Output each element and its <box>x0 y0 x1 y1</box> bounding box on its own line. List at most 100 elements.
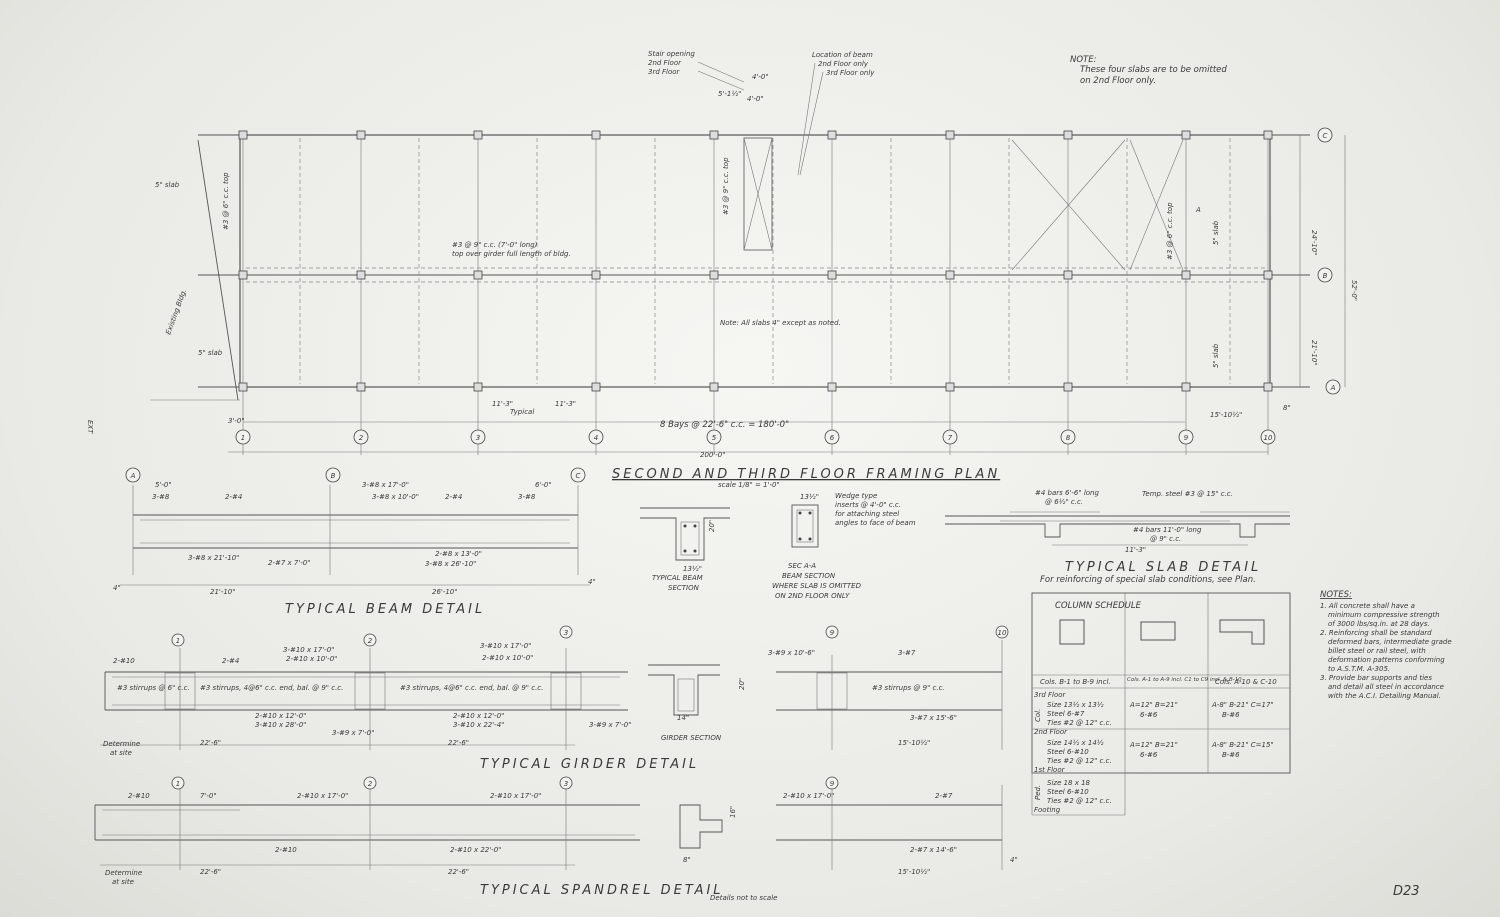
row-label-c: C <box>1323 132 1328 140</box>
spandrel-detail-title: TYPICAL SPANDREL DETAIL <box>480 883 724 898</box>
beam-section-title-1: TYPICAL BEAM <box>652 574 703 582</box>
slab-rebar-4: #4 bars 11'-0" long <box>1133 526 1202 534</box>
spandrel-bar-3: 2-#10 x 17'-0" <box>297 792 348 800</box>
col-bubble-2 <box>353 429 369 445</box>
girder-bar-1: 2-#10 <box>113 657 135 665</box>
dim-15-10: 15'-10½" <box>1210 411 1242 419</box>
section-a-mark: A <box>1195 206 1201 214</box>
dim-11-3-b: 11'-3" <box>555 400 576 408</box>
spandrel-bar-4: 2-#10 x 17'-0" <box>490 792 541 800</box>
slab-label-right-1: 5" slab <box>1212 220 1220 245</box>
r3-c2b: 6-#6 <box>1140 711 1158 719</box>
spandrel-determine-2: at site <box>112 878 134 886</box>
bays-dimension: 8 Bays @ 22'-6" c.c. = 180'-0" <box>660 420 789 430</box>
girder-bar-2: 2-#4 <box>222 657 239 665</box>
column-schedule: COLUMN SCHEDULE Cols. B-1 to B-9 incl. C… <box>1031 592 1291 816</box>
girder-section-title: GIRDER SECTION <box>661 734 722 742</box>
side-ped: Ped. <box>1034 785 1042 800</box>
spandrel-dim-1: 22'-6" <box>200 868 221 876</box>
slab-span: 11'-3" <box>1125 546 1146 554</box>
note-3b: and detail all steel in accordance <box>1328 683 1444 691</box>
spandrel-bubble-2 <box>363 776 377 790</box>
dim-11-3-a: 11'-3" <box>492 400 513 408</box>
schedule-header-1: Cols. B-1 to B-9 incl. <box>1040 678 1111 686</box>
note-2e: to A.S.T.M. A-305. <box>1328 665 1390 673</box>
wedge-note-1: Wedge type <box>835 492 877 500</box>
note-1c: of 3000 lbs/sq.in. at 28 days. <box>1328 620 1430 628</box>
r2-c3a: A-8" B-21" C=15" <box>1211 741 1274 749</box>
beam-label-a: A <box>130 472 136 480</box>
dim-8: 8" <box>1283 404 1291 412</box>
girder-label-10: 10 <box>998 629 1007 637</box>
girder-bubble-3 <box>559 625 573 639</box>
spandrel-determine-1: Determine <box>105 869 142 877</box>
slab-detail: #4 bars 6'-6" long @ 6½" c.c. Temp. stee… <box>945 489 1290 585</box>
girder-section-width: 14" <box>677 714 689 722</box>
r2-ties: Ties #2 @ 12" c.c. <box>1047 757 1112 765</box>
slab-detail-sub: For reinforcing of special slab conditio… <box>1040 575 1256 585</box>
dim-52-0: 52'-0" <box>1350 280 1358 301</box>
existing-building-label: Existing Bldg. <box>164 288 188 336</box>
col-label-9: 9 <box>1184 434 1189 442</box>
plan-scale: scale 1/8" = 1'-0" <box>718 481 780 489</box>
girder-bubble-1 <box>171 633 185 647</box>
girder-stirrups-4: #3 stirrups @ 9" c.c. <box>872 684 945 692</box>
slab-label-top: 5" slab <box>155 181 180 189</box>
overall-dimension: 200'-0" <box>700 451 725 459</box>
col-bubble-10 <box>1260 429 1276 445</box>
wedge-note-2: inserts @ 4'-0" c.c. <box>835 501 901 509</box>
left-dimension: 3'-0" <box>228 417 245 425</box>
girder-label-9: 9 <box>830 629 835 637</box>
sec-aa-note-1: WHERE SLAB IS OMITTED <box>772 582 862 590</box>
r3-ties: Ties #2 @ 12" c.c. <box>1047 719 1112 727</box>
r1-steel: Steel 6-#10 <box>1047 788 1089 796</box>
floor-2: 2nd Floor <box>1034 728 1068 736</box>
girder-determine-1: Determine <box>103 740 140 748</box>
girder-bar-6: 2-#10 x 10'-0" <box>482 654 533 662</box>
spandrel-bar-8: 2-#10 x 22'-0" <box>450 846 501 854</box>
spandrel-label-2: 2 <box>368 780 373 788</box>
plan-note-head: NOTE: <box>1070 55 1097 65</box>
girder-dim-2: 22'-6" <box>448 739 469 747</box>
r1-ties: Ties #2 @ 12" c.c. <box>1047 797 1112 805</box>
girder-dim-3: 15'-10½" <box>898 739 930 747</box>
row-bubble-a <box>1325 379 1341 395</box>
beam-bar-7: 3-#8 x 21'-10" <box>188 554 239 562</box>
dim-21-10: 21'-10" <box>1310 340 1318 365</box>
sec-aa-width: 13½" <box>800 493 819 501</box>
spandrel-bar-7: 2-#10 <box>275 846 297 854</box>
col-label-7: 7 <box>948 434 953 442</box>
beam-bar-3: 3-#8 x 17'-0" <box>362 481 409 489</box>
spandrel-detail: 1 2 3 2-#10 7'-0" 2-#10 x 17'-0" 2-#10 x… <box>94 776 1018 902</box>
spandrel-bar-9: 2-#7 x 14'-6" <box>910 846 957 854</box>
rebar-vertical-3: #3 @ 6" c.c. top <box>1166 202 1174 260</box>
rebar-vertical-2: #3 @ 9" c.c. top <box>722 157 730 215</box>
rebar-vertical-1: #3 @ 6" c.c. top <box>222 172 230 230</box>
margin-mark: EXT <box>86 420 94 434</box>
beam-section: 13½" 20" TYPICAL BEAM SECTION <box>640 507 730 592</box>
beam-bar-1: 3-#8 <box>152 493 170 501</box>
girder-stirrups-2: #3 stirrups, 4@6" c.c. end, bal. @ 9" c.… <box>200 684 343 692</box>
schedule-title: COLUMN SCHEDULE <box>1055 601 1142 611</box>
col-bubble-3 <box>470 429 486 445</box>
typical-label: Typical <box>510 408 534 416</box>
col-label-3: 3 <box>476 434 480 442</box>
col-bubble-6 <box>824 429 840 445</box>
spandrel-bubble-1 <box>171 776 185 790</box>
top-bars-note-1: #3 @ 9" c.c. (7'-0" long) <box>452 241 538 249</box>
girder-label-3: 3 <box>564 629 568 637</box>
col-icon-rect <box>1140 621 1176 641</box>
spandrel-label-1: 1 <box>176 780 180 788</box>
note-2a: 2. Reinforcing shall be standard <box>1320 629 1432 637</box>
col-bubble-9 <box>1178 429 1194 445</box>
beam-bar-10: 3-#8 x 26'-10" <box>425 560 476 568</box>
dim-4-0-b: 4'-0" <box>747 95 764 103</box>
beam-dim-6-0: 6'-0" <box>535 481 552 489</box>
plan-outline <box>239 134 1271 388</box>
stair-opening <box>743 137 773 251</box>
col-bubble-7 <box>942 429 958 445</box>
beam-bar-6: 3-#8 <box>518 493 536 501</box>
r2-c2a: A=12" B=21" <box>1129 741 1178 749</box>
note-2d: deformation patterns conforming <box>1328 656 1445 664</box>
